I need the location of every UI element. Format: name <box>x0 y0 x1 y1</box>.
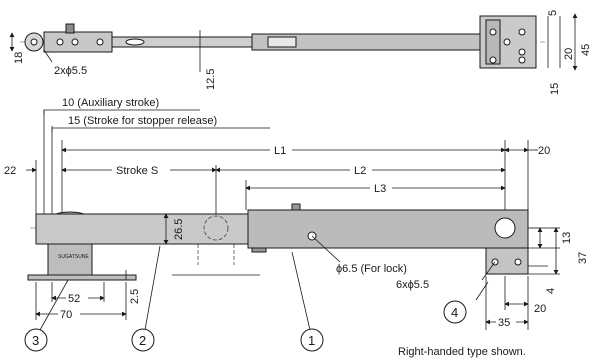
lock-hole-label: ϕ6.5 (For lock) <box>336 263 407 275</box>
front-view: SUGATSUNE <box>26 109 560 331</box>
note-right-handed: Right-handed type shown. <box>398 346 526 358</box>
dim-bracket-45: 45 <box>580 44 592 56</box>
dim-bracket-20: 20 <box>563 48 575 60</box>
dim-bottom-15: 15 <box>549 83 561 95</box>
svg-text:3: 3 <box>32 333 39 348</box>
svg-text:SUGATSUNE: SUGATSUNE <box>58 254 89 260</box>
tube <box>247 209 529 249</box>
dim-52: 52 <box>68 293 80 305</box>
dim-rod-12-5: 12.5 <box>205 69 217 90</box>
callout-2: 2 <box>131 328 155 352</box>
stroke-s-label: Stroke S <box>116 165 158 177</box>
dim-20b: 20 <box>534 303 546 315</box>
aux-stroke-label: 10 (Auxiliary stroke) <box>62 97 159 109</box>
dim-holes-2x: 2xϕ5.5 <box>54 65 87 77</box>
dim-4: 4 <box>545 288 557 294</box>
callout-4: 4 <box>443 300 467 324</box>
dim-right-20: 20 <box>538 145 550 157</box>
left-base-plate <box>27 274 137 281</box>
holes-6x-label: 6xϕ5.5 <box>396 279 429 291</box>
svg-text:4: 4 <box>451 305 458 320</box>
dim-top-5: 5 <box>547 10 559 16</box>
l1-label: L1 <box>274 145 286 157</box>
dim-left-22: 22 <box>4 165 16 177</box>
dim-35: 35 <box>498 317 510 329</box>
dim-70: 70 <box>60 309 72 321</box>
stopper-stroke-label: 15 (Stroke for stopper release) <box>68 115 217 127</box>
svg-text:2: 2 <box>139 333 146 348</box>
l3-label: L3 <box>374 183 386 195</box>
dim-height-18: 18 <box>13 52 25 64</box>
rod <box>35 213 249 245</box>
l2-label: L2 <box>354 165 366 177</box>
dim-37: 37 <box>577 252 589 264</box>
callout-1: 1 <box>300 328 324 352</box>
callout-3: 3 <box>24 328 48 352</box>
top-view <box>9 13 578 72</box>
dim-13: 13 <box>561 232 573 244</box>
dim-tube-26-5: 26.5 <box>173 219 185 240</box>
svg-text:1: 1 <box>308 333 315 348</box>
dim-2-5: 2.5 <box>129 289 141 304</box>
